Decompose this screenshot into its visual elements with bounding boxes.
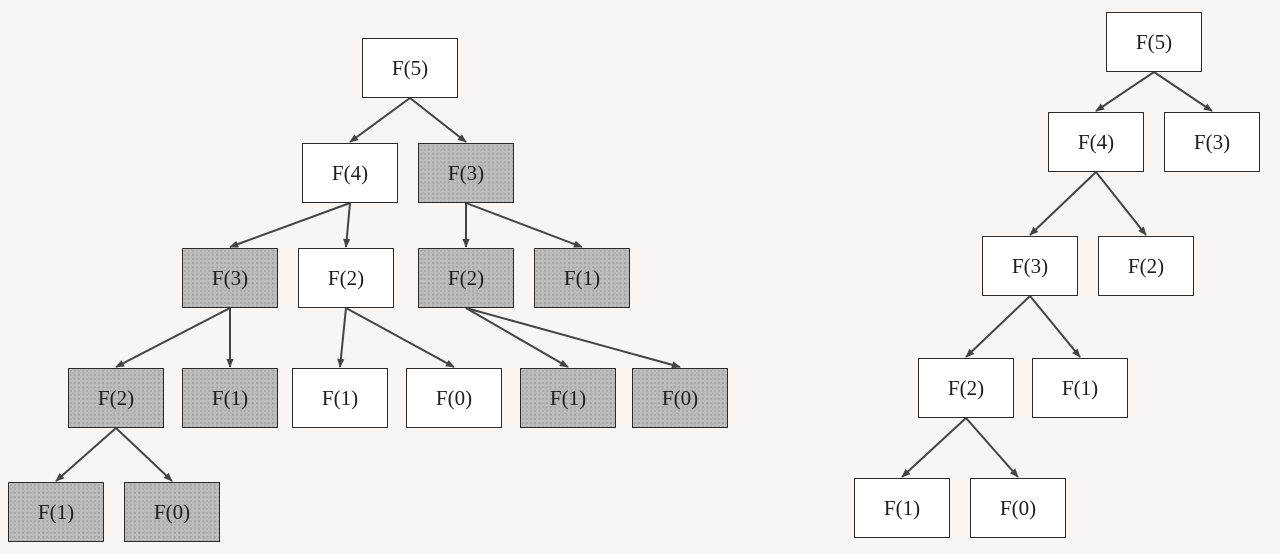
- left-node: F(1): [520, 368, 616, 428]
- left-edge-arrow: [349, 97, 411, 143]
- left-edge-arrow: [115, 307, 231, 368]
- right-node: F(1): [1032, 358, 1128, 418]
- left-edge-arrow: [465, 307, 569, 368]
- right-edge-arrow: [1095, 71, 1155, 112]
- left-node: F(4): [302, 143, 398, 203]
- left-node: F(0): [406, 368, 502, 428]
- left-node: F(3): [418, 143, 514, 203]
- right-edge-arrow: [901, 417, 967, 478]
- left-edge-arrow: [229, 202, 351, 248]
- left-node: F(0): [124, 482, 220, 542]
- left-node: F(5): [362, 38, 458, 98]
- right-node: F(3): [1164, 112, 1260, 172]
- left-edge-arrow: [55, 427, 117, 482]
- right-node: F(4): [1048, 112, 1144, 172]
- left-edge-arrow: [465, 307, 681, 369]
- left-edge-arrow: [465, 202, 583, 248]
- right-edge-arrow: [965, 417, 1019, 478]
- left-node: F(1): [8, 482, 104, 542]
- left-edge-arrow: [409, 97, 467, 143]
- left-edge-arrow: [345, 307, 455, 368]
- right-node: F(5): [1106, 12, 1202, 72]
- right-node: F(3): [982, 236, 1078, 296]
- left-edge-arrow: [343, 202, 351, 248]
- left-edge-arrow: [115, 427, 173, 482]
- right-edge-arrow: [1029, 171, 1097, 236]
- left-node: F(1): [292, 368, 388, 428]
- right-node: F(2): [1098, 236, 1194, 296]
- left-node: F(2): [68, 368, 164, 428]
- right-edge-arrow: [1095, 171, 1147, 236]
- right-edge-arrow: [965, 295, 1031, 358]
- left-node: F(0): [632, 368, 728, 428]
- left-edge-arrow: [337, 307, 347, 368]
- left-node: F(1): [182, 368, 278, 428]
- right-edge-arrow: [1153, 71, 1213, 112]
- left-node: F(2): [418, 248, 514, 308]
- right-node: F(1): [854, 478, 950, 538]
- right-node: F(2): [918, 358, 1014, 418]
- left-node: F(1): [534, 248, 630, 308]
- right-node: F(0): [970, 478, 1066, 538]
- left-node: F(3): [182, 248, 278, 308]
- right-edge-arrow: [1029, 295, 1081, 358]
- left-node: F(2): [298, 248, 394, 308]
